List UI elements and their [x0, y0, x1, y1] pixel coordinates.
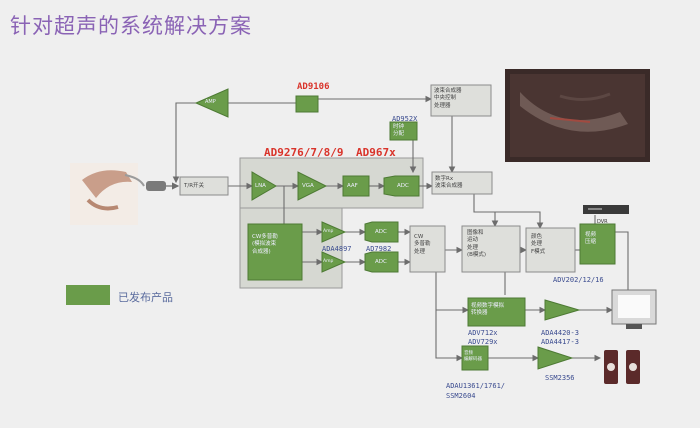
video-encoder-label: 视频数字模拟 转换器 — [471, 303, 504, 318]
clock-line-2: 分配 — [393, 131, 405, 138]
part-adv202: ADV202/12/16 — [553, 276, 604, 284]
lna — [251, 171, 277, 201]
video-compression — [579, 223, 616, 265]
audio-codec-label: 音频 编解码器 — [464, 351, 482, 363]
part-ssm2604: SSM2604 — [446, 392, 476, 400]
slide-title: 针对超声的系统解决方案 — [10, 14, 252, 38]
tr-switch — [179, 176, 229, 196]
cw-proc-line-1: CW — [414, 234, 424, 240]
cw-mixer-line-1: CW多普勒 — [252, 234, 278, 240]
beamformer-label: 波束合成器 中央控制 处理器 — [434, 88, 462, 110]
vga-label: VGA — [302, 183, 314, 189]
digital-rx-line-2: 波束合成器 — [435, 183, 463, 190]
cw-amp-1-label: Amp — [323, 229, 334, 234]
audio-amp — [537, 346, 574, 370]
clock-line-1: 时钟 — [393, 124, 405, 130]
vga — [297, 171, 328, 201]
image-proc-line-4: (B模式) — [467, 252, 487, 259]
ultrasound-image — [505, 69, 650, 162]
part-adv729: ADV729x — [468, 338, 498, 346]
image-proc-line-1: 图像和 — [467, 230, 484, 236]
cw-mixer-line-2: (模拟波束 — [252, 241, 277, 248]
aaf — [342, 175, 370, 197]
audio-codec-line-1: 音频 — [464, 351, 473, 356]
adc-main-label: ADC — [397, 183, 409, 189]
color-proc-line-1: 颜色 — [531, 234, 543, 240]
part-ad9276: AD9276/7/8/9 — [264, 146, 344, 159]
monitor-icon — [611, 289, 657, 329]
lna-label: LNA — [255, 183, 266, 189]
cw-adc-2-label: ADC — [375, 259, 387, 265]
image-processing — [461, 225, 521, 273]
video-encoder-line-1: 视频数字模拟 — [471, 303, 505, 309]
ad9106-dac — [295, 95, 319, 113]
aaf-label: AAF — [347, 183, 358, 189]
cw-amp-2-label: Amp — [323, 259, 334, 264]
cw-adc-1-label: ADC — [375, 229, 387, 235]
cw-proc-line-2: 多普勒 — [414, 241, 431, 248]
cw-proc-line-3: 处理 — [414, 248, 426, 255]
cw-amp-1 — [321, 221, 347, 243]
beamformer-line-2: 中央控制 — [434, 95, 457, 102]
image-proc-label: 图像和 运动 处理 (B模式) — [467, 230, 486, 260]
legend-label: 已发布产品 — [118, 291, 173, 304]
part-adau1361: ADAU1361/1761/ — [446, 382, 506, 390]
legend-swatch — [66, 285, 110, 305]
part-ad9106: AD9106 — [297, 82, 330, 92]
cw-amp-2 — [321, 251, 347, 273]
color-processing — [525, 227, 576, 273]
part-ada4417: ADA4417-3 — [541, 338, 579, 346]
image-proc-line-3: 处理 — [467, 244, 479, 251]
transducer-probe-icon — [70, 163, 145, 225]
tx-amp — [194, 88, 229, 118]
tr-switch-label: T/R开关 — [184, 183, 205, 189]
compress-line-2: 压缩 — [585, 239, 597, 246]
part-adv712: ADV712x — [468, 329, 498, 337]
audio-codec — [461, 345, 489, 371]
cw-mixer-label: CW多普勒 (模拟波束 合成器) — [252, 234, 278, 256]
dvr-icon — [583, 205, 629, 214]
cw-adc-1 — [364, 221, 399, 243]
audio-codec-line-2: 编解码器 — [464, 357, 482, 363]
probe-connector — [146, 181, 180, 191]
clock-label: 时钟 分配 — [393, 124, 404, 139]
part-ad952x: AD952X — [392, 115, 418, 123]
beamformer-line-3: 处理器 — [434, 102, 451, 109]
beamformer-line-1: 波束合成器 — [434, 88, 462, 94]
speakers-icon — [604, 350, 640, 384]
beamformer-controller — [430, 84, 492, 117]
part-ad7982: AD7982 — [366, 245, 392, 253]
part-ada4420: ADA4420-3 — [541, 329, 579, 337]
digital-rx-label: 数字Rx 波束合成器 — [435, 176, 463, 191]
color-proc-line-3: F模式 — [531, 248, 546, 255]
adc-main — [383, 175, 420, 197]
tx-amp-label: AMP — [205, 99, 216, 105]
part-ada4897: ADA4897 — [322, 245, 352, 253]
clock-distribution — [389, 121, 418, 141]
compress-label: 视频 压缩 — [585, 232, 596, 247]
part-ssm2356: SSM2356 — [545, 374, 575, 382]
cw-proc-label: CW 多普勒 处理 — [414, 234, 431, 256]
color-proc-line-2: 处理 — [531, 241, 543, 248]
part-ad967x: AD967x — [356, 146, 396, 159]
digital-rx-line-1: 数字Rx — [435, 176, 454, 182]
cw-adc-2 — [364, 251, 399, 273]
video-encoder-line-2: 转换器 — [471, 310, 488, 317]
color-proc-label: 颜色 处理 F模式 — [531, 234, 545, 256]
cw-doppler-mixer — [247, 223, 303, 281]
dvr-label: DVR — [597, 219, 608, 225]
cw-doppler-processing — [409, 225, 446, 273]
compress-line-1: 视频 — [585, 232, 597, 238]
image-proc-line-2: 运动 — [467, 237, 479, 244]
cw-mixer-line-3: 合成器) — [252, 248, 271, 255]
digital-rx-beamformer — [431, 171, 493, 195]
video-amp — [544, 299, 581, 321]
video-encoder — [467, 297, 526, 327]
